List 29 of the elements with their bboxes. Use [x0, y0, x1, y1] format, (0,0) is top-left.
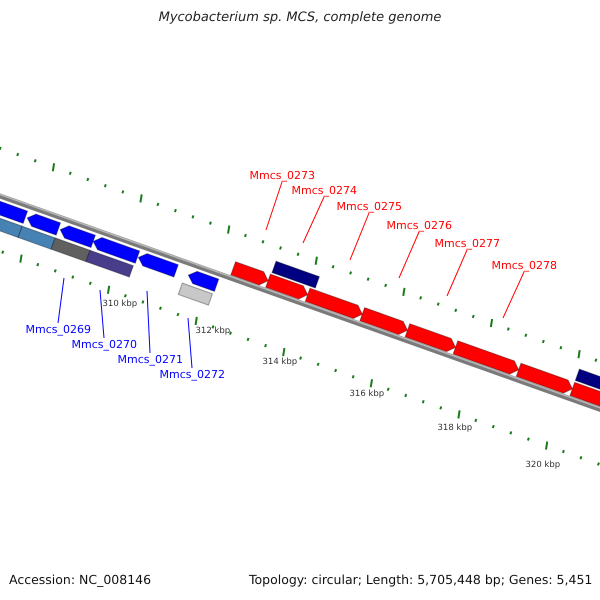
scale-label: 316 kbp — [350, 390, 384, 398]
leader-line — [350, 212, 370, 260]
scale-label: 320 kbp — [526, 461, 560, 470]
leader-line — [146, 290, 150, 354]
gene-label: Mmcs_0278 — [492, 260, 557, 271]
leader-line — [100, 290, 104, 338]
scale-label: 312 kbp — [196, 327, 230, 336]
leader-line — [446, 250, 468, 296]
leader-line — [266, 182, 282, 230]
footer-text: Accession: NC_008146 — [9, 574, 152, 586]
gene-label: Mmcs_0269 — [26, 324, 91, 335]
gene-label: Mmcs_0275 — [336, 201, 402, 212]
leader-line — [188, 318, 192, 368]
scale-label: 310 kbp — [102, 300, 138, 308]
scale-label: 318 kbp — [438, 424, 472, 432]
scale-label: 314 kbp — [262, 358, 298, 366]
gene-label: Mmcs_0277 — [434, 238, 500, 249]
gene-label: Mmcs_0274 — [292, 185, 357, 196]
footer-text: Topology: circular; Length: 5,705,448 bp; Genes: 5,451 — [249, 574, 592, 586]
gene-label: Mmcs_0273 — [250, 170, 315, 181]
gene-label: Mmcs_0271 — [118, 354, 183, 365]
gene-label: Mmcs_0272 — [160, 369, 225, 380]
leader-line — [398, 232, 420, 278]
diagram-title: Mycobacterium sp. MCS, complete genome — [158, 11, 442, 24]
gene-label: Mmcs_0270 — [72, 339, 137, 350]
leader-line — [502, 272, 524, 318]
leader-line — [58, 278, 64, 324]
leader-line — [302, 196, 324, 244]
gene-label: Mmcs_0276 — [386, 220, 452, 231]
